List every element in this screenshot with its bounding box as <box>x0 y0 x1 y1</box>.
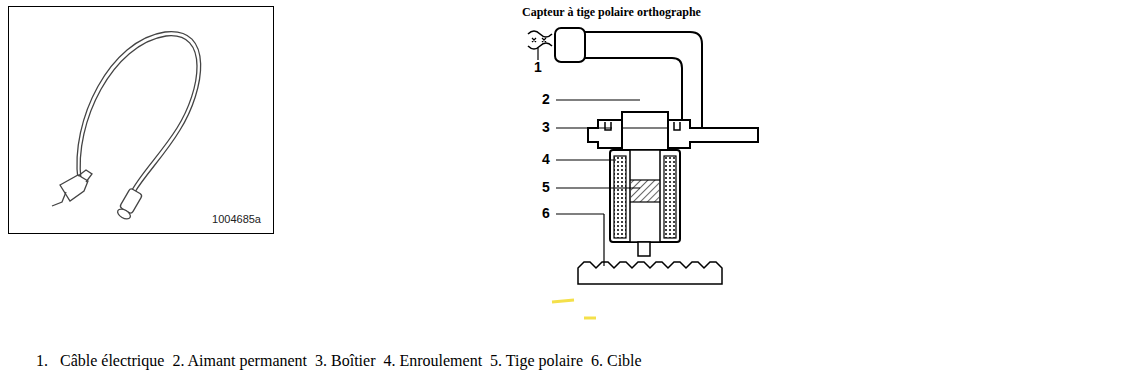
leader-lines <box>538 48 640 266</box>
figure-reference: 1004685a <box>212 213 261 225</box>
callout-number: 1 <box>534 60 542 75</box>
callout-number: 2 <box>542 92 550 107</box>
sensor-section <box>528 28 758 284</box>
callout-number: 6 <box>542 206 550 221</box>
yellow-marks <box>552 300 596 318</box>
callout-number: 5 <box>542 180 550 195</box>
photo-frame: 1004685a <box>8 6 274 234</box>
diagram-title: Capteur à tige polaire orthographe <box>522 6 701 19</box>
callout-number: 4 <box>542 152 550 167</box>
cable-drawing <box>52 32 201 221</box>
callout-number: 3 <box>542 120 550 135</box>
parts-caption: 1. Câble électrique 2. Aimant permanent … <box>36 352 642 370</box>
